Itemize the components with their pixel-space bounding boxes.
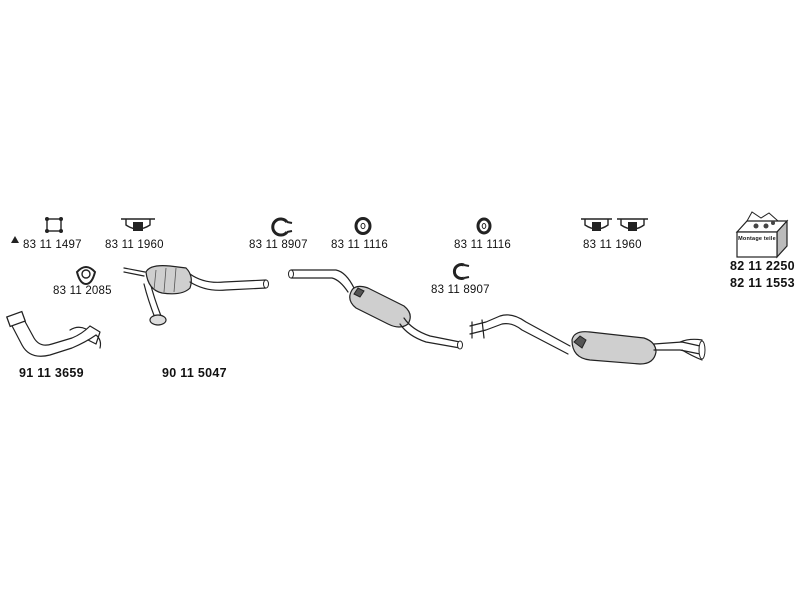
part-number-gasket: 83 11 2085 <box>53 285 112 297</box>
part-number-catalytic-converter: 90 11 5047 <box>162 366 227 380</box>
part-number-rubber-ring-2: 83 11 1116 <box>454 239 511 251</box>
warning-triangle-icon <box>11 236 19 243</box>
mounting-kit-box-icon <box>735 211 789 259</box>
hanger-icon <box>617 218 648 231</box>
part-number-mounting-kit-2: 82 11 1553 <box>730 276 795 290</box>
hanger-icon <box>581 218 612 231</box>
clip-clamp-icon <box>271 217 293 237</box>
front-pipe-drawing <box>5 310 102 357</box>
middle-silencer-drawing <box>288 269 463 350</box>
clip-clamp-icon <box>452 263 470 280</box>
part-number-front-pipe: 91 11 3659 <box>19 366 84 380</box>
kit-box-label: Montage teile <box>738 236 776 242</box>
rear-silencer-drawing <box>469 314 706 365</box>
part-number-clip-clamp-2: 83 11 8907 <box>431 284 490 296</box>
rubber-ring-icon <box>354 217 372 235</box>
part-number-hanger-1: 83 11 1960 <box>105 239 164 251</box>
part-number-hanger-2: 83 11 1960 <box>583 239 642 251</box>
part-number-mounting-kit-1: 82 11 2250 <box>730 259 795 273</box>
part-number-clamp-flange: 83 11 1497 <box>23 239 82 251</box>
rubber-ring-icon <box>476 217 492 235</box>
part-number-clip-clamp-1: 83 11 8907 <box>249 239 308 251</box>
gasket-icon <box>75 266 97 286</box>
part-number-rubber-ring-1: 83 11 1116 <box>331 239 388 251</box>
catalytic-converter-drawing <box>123 265 269 326</box>
flange-clamp-icon <box>45 217 63 233</box>
hanger-icon <box>121 218 155 231</box>
